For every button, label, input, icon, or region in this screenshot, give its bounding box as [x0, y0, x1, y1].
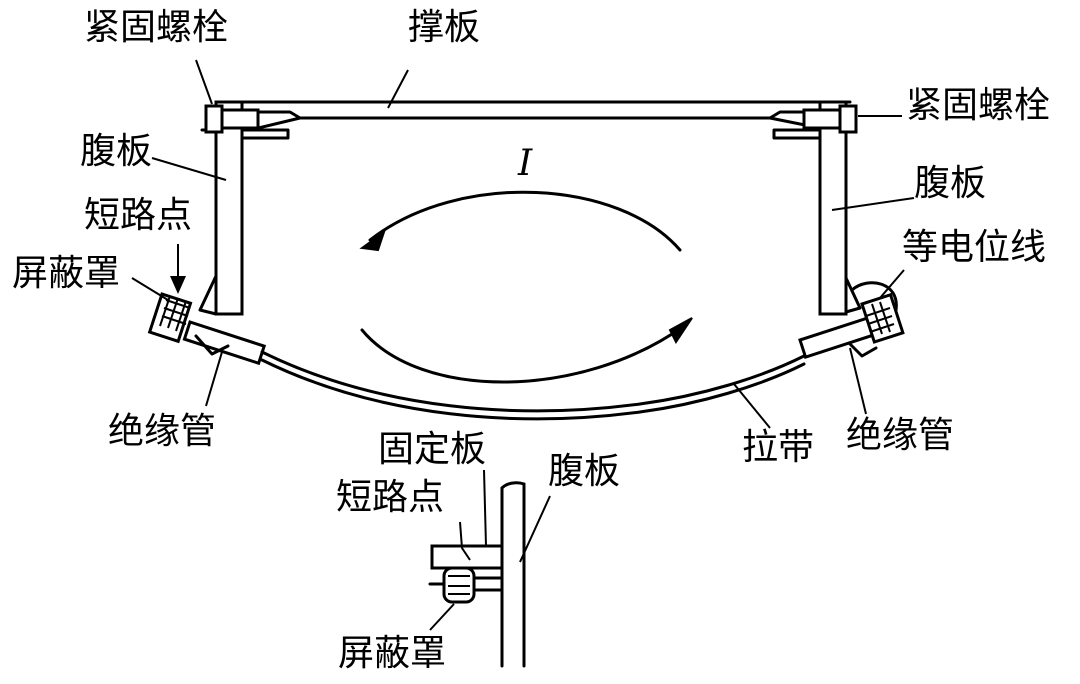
- label-web-left: 腹板: [80, 131, 153, 172]
- fastening-bolt-right: [802, 104, 858, 134]
- label-shield-left: 屏蔽罩: [12, 253, 121, 294]
- fastening-bolt-left: [204, 104, 260, 134]
- label-tie-strap: 拉带: [742, 427, 815, 468]
- label-fastening-bolt-right: 紧固螺栓: [906, 85, 1051, 126]
- leader-lines: [131, 59, 915, 429]
- anchor-assembly-right: [798, 276, 905, 360]
- label-current: I: [518, 143, 533, 184]
- anchor-assembly-left: [147, 274, 267, 366]
- label-fastening-bolt-left: 紧固螺栓: [84, 7, 229, 48]
- label-brace-plate: 撑板: [408, 7, 481, 48]
- web-plate-right: [772, 100, 848, 316]
- current-arrows: [359, 190, 693, 384]
- label-detail-shield: 屏蔽罩: [338, 633, 447, 674]
- label-detail-web: 腹板: [548, 451, 621, 492]
- detail-view: [428, 469, 551, 668]
- label-insulation-tube-right: 绝缘管: [846, 415, 955, 456]
- label-web-right: 腹板: [914, 163, 987, 204]
- brace-plate: [214, 100, 852, 132]
- label-detail-short-point: 短路点: [336, 477, 445, 518]
- label-insulation-tube-left: 绝缘管: [108, 411, 217, 452]
- label-equipotential-wire: 等电位线: [902, 227, 1047, 268]
- tie-strap: [260, 350, 806, 421]
- web-plate-left: [200, 100, 290, 316]
- label-detail-fixing-plate: 固定板: [378, 429, 487, 470]
- label-short-point-left: 短路点: [84, 195, 193, 236]
